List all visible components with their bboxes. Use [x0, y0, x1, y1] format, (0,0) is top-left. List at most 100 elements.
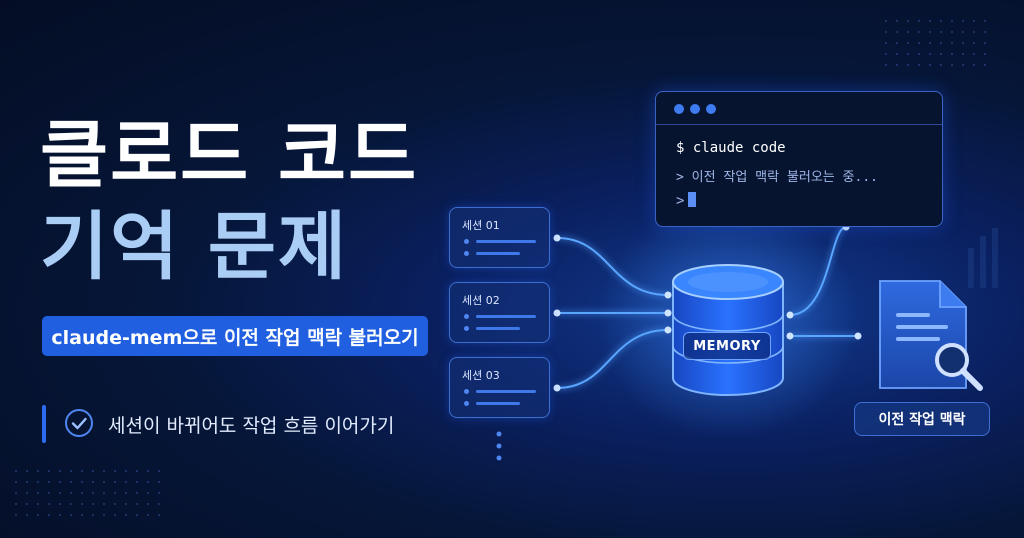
grid-dot	[59, 503, 61, 505]
database-icon	[672, 264, 784, 396]
node-dot	[786, 332, 794, 340]
grid-dot	[984, 64, 986, 66]
list-line	[476, 315, 536, 318]
grid-dot	[103, 514, 105, 516]
grid-dot	[951, 53, 953, 55]
connector-session-01	[556, 237, 669, 296]
grid-dot	[136, 481, 138, 483]
grid-dot	[103, 481, 105, 483]
terminal-window: $ claude code > 이전 작업 맥락 불러오는 중... >	[655, 91, 943, 227]
grid-dot	[951, 64, 953, 66]
grid-dot	[962, 20, 964, 22]
grid-dot	[940, 31, 942, 33]
grid-dot	[125, 481, 127, 483]
grid-dot	[158, 514, 160, 516]
grid-dot	[81, 514, 83, 516]
document-search-icon	[879, 280, 983, 391]
grid-dot	[48, 492, 50, 494]
node-dot	[664, 309, 672, 317]
grid-dot	[15, 470, 17, 472]
grid-dot	[59, 481, 61, 483]
context-label: 이전 작업 맥락	[854, 402, 990, 436]
grid-dot	[48, 481, 50, 483]
grid-dot	[896, 64, 898, 66]
grid-dot	[885, 20, 887, 22]
grid-dot	[896, 31, 898, 33]
grid-dot	[37, 492, 39, 494]
grid-dot	[114, 470, 116, 472]
grid-dot	[125, 503, 127, 505]
grid-dot	[147, 514, 149, 516]
terminal-title-bar	[656, 92, 942, 125]
grid-dot	[125, 492, 127, 494]
grid-dot	[26, 514, 28, 516]
headline-line-1: 클로드 코드	[40, 112, 419, 198]
grid-dot	[114, 503, 116, 505]
grid-dot	[147, 492, 149, 494]
grid-dot	[896, 53, 898, 55]
grid-dot	[92, 481, 94, 483]
window-dot-icon	[706, 104, 716, 114]
node-dot	[664, 326, 672, 334]
grid-dot	[907, 53, 909, 55]
list-line	[476, 402, 520, 405]
node-dot	[553, 309, 561, 317]
grid-dot	[885, 42, 887, 44]
terminal-prompt-line: >	[676, 192, 697, 209]
grid-dot	[885, 53, 887, 55]
check-circle-icon	[65, 409, 93, 437]
window-dot-icon	[674, 104, 684, 114]
grid-dot	[37, 481, 39, 483]
node-dot	[553, 234, 561, 242]
bullet-text: 세션이 바뀌어도 작업 흐름 이어가기	[108, 415, 395, 437]
grid-dot	[951, 20, 953, 22]
grid-dot	[973, 64, 975, 66]
grid-dot	[92, 492, 94, 494]
terminal-prompt: >	[676, 193, 685, 209]
list-bullet	[464, 251, 469, 256]
more-sessions-dots	[496, 431, 502, 461]
grid-dot	[962, 42, 964, 44]
grid-dot	[15, 492, 17, 494]
terminal-output: > 이전 작업 맥락 불러오는 중...	[676, 170, 879, 185]
bullet-accent-bar	[42, 405, 46, 443]
grid-dot	[918, 53, 920, 55]
list-bullet	[464, 401, 469, 406]
dot-grid-bottom-left	[15, 470, 175, 530]
grid-dot	[929, 64, 931, 66]
window-dot-icon	[690, 104, 700, 114]
grid-dot	[114, 492, 116, 494]
grid-dot	[907, 20, 909, 22]
subtitle-badge: claude-mem으로 이전 작업 맥락 불러오기	[42, 316, 428, 356]
grid-dot	[951, 42, 953, 44]
terminal-command: $ claude code	[676, 140, 786, 156]
grid-dot	[136, 470, 138, 472]
grid-dot	[15, 503, 17, 505]
grid-dot	[81, 492, 83, 494]
session-label: 세션 02	[462, 294, 500, 307]
grid-dot	[158, 492, 160, 494]
grid-dot	[158, 503, 160, 505]
grid-dot	[918, 20, 920, 22]
grid-dot	[158, 470, 160, 472]
grid-dot	[114, 481, 116, 483]
grid-dot	[26, 503, 28, 505]
connector-session-03	[556, 329, 669, 389]
list-bullet	[464, 239, 469, 244]
grid-dot	[92, 503, 94, 505]
grid-dot	[125, 470, 127, 472]
grid-dot	[37, 514, 39, 516]
grid-dot	[951, 31, 953, 33]
session-card-02: 세션 02	[449, 282, 550, 343]
grid-dot	[896, 42, 898, 44]
grid-dot	[918, 31, 920, 33]
grid-dot	[92, 514, 94, 516]
grid-dot	[929, 42, 931, 44]
grid-dot	[973, 31, 975, 33]
grid-dot	[103, 503, 105, 505]
grid-dot	[15, 481, 17, 483]
grid-dot	[81, 481, 83, 483]
grid-dot	[973, 53, 975, 55]
grid-dot	[136, 503, 138, 505]
